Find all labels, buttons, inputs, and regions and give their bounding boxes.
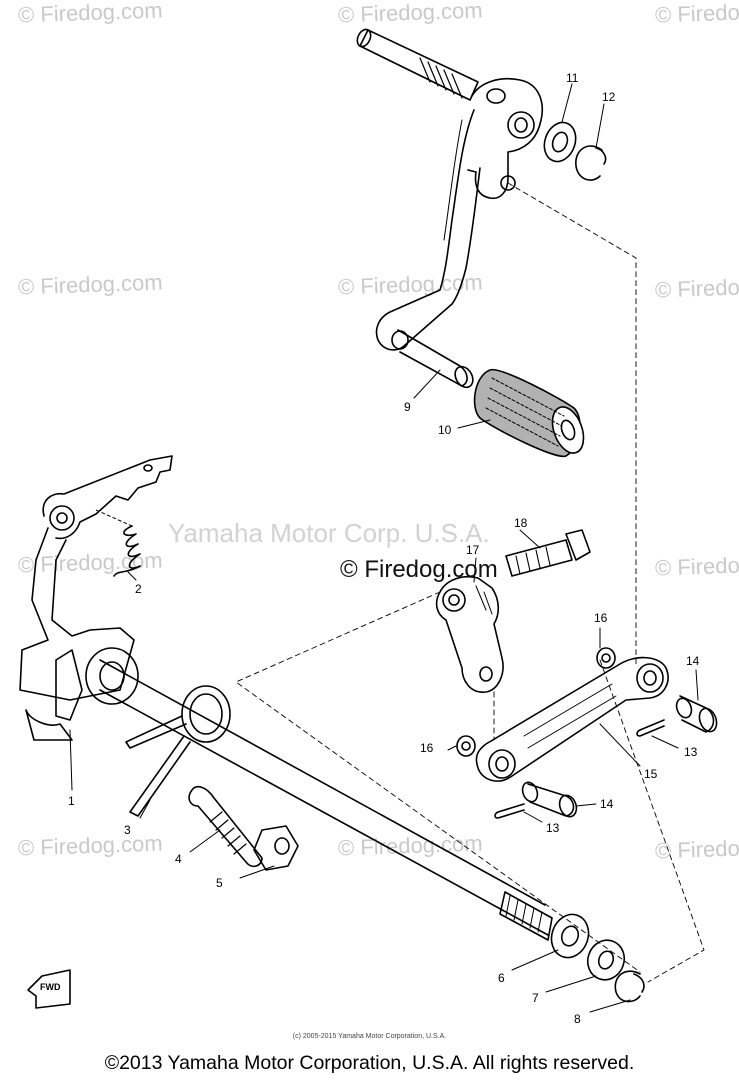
callout-15: 15 bbox=[644, 767, 658, 781]
shift-pedal bbox=[356, 28, 544, 389]
spring-2 bbox=[95, 509, 141, 577]
copyright-footer: ©2013 Yamaha Motor Corporation, U.S.A. A… bbox=[104, 1052, 635, 1074]
callout-11: 11 bbox=[566, 71, 579, 85]
callout-5: 5 bbox=[216, 876, 223, 890]
cotter-pin-13-lower bbox=[494, 803, 525, 819]
circlip-12 bbox=[575, 145, 607, 181]
pin-14-lower bbox=[521, 781, 578, 818]
callout-12: 12 bbox=[602, 90, 616, 104]
shift-shaft-assembly bbox=[19, 455, 553, 941]
drawing-copyright: (c) 2005-2015 Yamaha Motor Corporation, … bbox=[292, 1033, 447, 1040]
washer-16-lower bbox=[456, 735, 476, 757]
callout-10: 10 bbox=[438, 423, 452, 437]
cotter-pin-13-upper bbox=[636, 719, 665, 737]
callout-14-upper: 14 bbox=[686, 654, 700, 668]
callout-8: 8 bbox=[574, 1012, 581, 1026]
callout-16-lower: 16 bbox=[420, 741, 434, 755]
watermark-yamaha: Yamaha Motor Corp. U.S.A. bbox=[168, 518, 490, 548]
callout-17: 17 bbox=[466, 543, 480, 557]
callout-labels: 1 2 3 4 5 6 7 8 9 10 11 12 13 13 14 14 1… bbox=[68, 71, 700, 1026]
leader-lines bbox=[69, 83, 699, 1013]
fwd-label: FWD bbox=[40, 982, 61, 992]
callout-14-lower: 14 bbox=[600, 797, 614, 811]
callout-2: 2 bbox=[135, 582, 142, 596]
washer-7 bbox=[586, 939, 626, 981]
nut-5 bbox=[253, 825, 299, 871]
callout-4: 4 bbox=[175, 852, 182, 866]
fwd-arrow-icon: FWD bbox=[27, 969, 71, 1009]
callout-9: 9 bbox=[404, 400, 411, 414]
callout-7: 7 bbox=[532, 991, 539, 1005]
callout-3: 3 bbox=[124, 823, 131, 837]
callout-16-upper: 16 bbox=[594, 611, 608, 625]
footrest-rubber-10 bbox=[473, 369, 585, 458]
shift-arm-17 bbox=[435, 576, 504, 693]
pin-14-upper bbox=[675, 695, 718, 733]
circlip-8 bbox=[614, 970, 645, 1003]
washer-16-upper bbox=[596, 647, 616, 669]
callout-13-upper: 13 bbox=[684, 745, 698, 759]
callout-1: 1 bbox=[68, 794, 75, 808]
return-spring-3 bbox=[125, 685, 231, 817]
alignment-lines bbox=[235, 182, 705, 983]
callout-13-lower: 13 bbox=[546, 821, 560, 835]
callout-18: 18 bbox=[514, 516, 528, 530]
washer-11 bbox=[543, 121, 577, 163]
shift-rod-15 bbox=[475, 656, 669, 782]
stud-bolt-4 bbox=[188, 785, 263, 868]
callout-6: 6 bbox=[498, 971, 505, 985]
collar-6 bbox=[550, 913, 590, 959]
bolt-18 bbox=[505, 529, 591, 577]
watermark-firedog-center: © Firedog.com bbox=[340, 556, 498, 583]
